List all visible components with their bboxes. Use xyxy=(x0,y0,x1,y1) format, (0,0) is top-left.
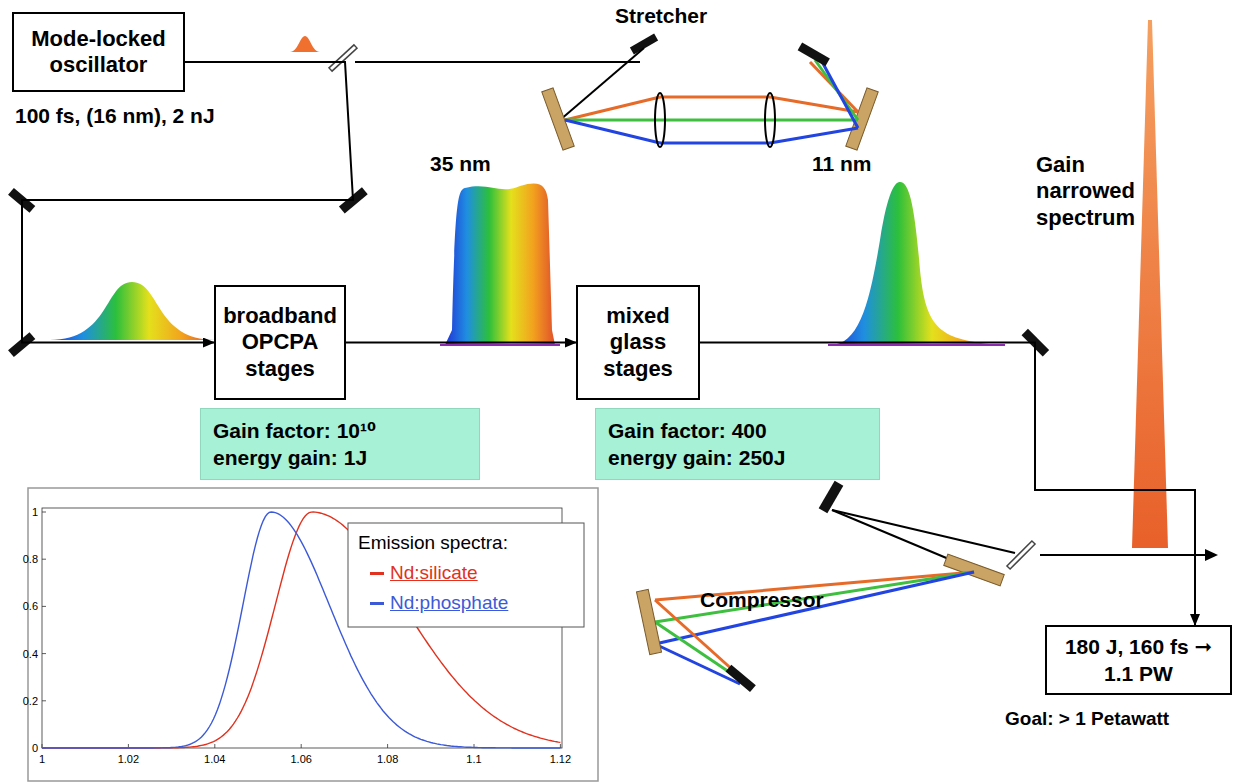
legend-entry: Nd:silicate xyxy=(370,562,478,584)
node-text: energy gain: 1J xyxy=(213,444,367,471)
beam-connector xyxy=(346,342,576,344)
output-pulse xyxy=(1132,20,1168,548)
node-text: Gain factor: 10¹⁰ xyxy=(213,417,376,444)
node-text: Mode-locked oscillator xyxy=(20,26,177,79)
mirror xyxy=(630,34,658,55)
axis-tick-label: 1 xyxy=(32,506,38,518)
legend-swatch xyxy=(370,572,384,575)
bandwidth-label: 11 nm xyxy=(812,152,872,176)
axis-tick-label: 0.6 xyxy=(23,600,38,612)
parameter-label: 100 fs, (16 nm), 2 nJ xyxy=(15,104,215,128)
axis-tick-label: 0 xyxy=(32,742,38,754)
beam-connector xyxy=(700,343,1195,626)
node-text: broadband OPCPA stages xyxy=(222,303,338,382)
legend-swatch xyxy=(370,602,384,605)
note-label: Gain narrowed spectrum xyxy=(1036,152,1176,231)
axis-tick-label: 0.2 xyxy=(23,695,38,707)
legend-box xyxy=(348,523,584,627)
plot-axes xyxy=(42,508,562,748)
amplifier-box: mixed glass stages xyxy=(576,285,700,400)
legend-text: Nd:silicate xyxy=(390,562,478,584)
beam-splitter xyxy=(1008,542,1034,568)
output-box: 180 J, 160 fs ➞ 1.1 PW xyxy=(1045,625,1232,695)
node-text: Gain factor: 400 xyxy=(608,417,767,444)
goal-label: Goal: > 1 Petawatt xyxy=(1005,708,1169,730)
bandwidth-label: 35 nm xyxy=(430,152,491,176)
beam-line xyxy=(355,61,640,63)
axis-tick-label: 1 xyxy=(39,753,45,765)
axis-tick-label: 0.4 xyxy=(23,648,38,660)
node-text: mixed glass stages xyxy=(584,303,692,382)
amplifier-box: broadband OPCPA stages xyxy=(214,285,346,400)
compressor xyxy=(636,481,1015,692)
part-label: Compressor xyxy=(700,588,824,612)
silicate-curve xyxy=(42,512,560,748)
axis-tick-label: 0.8 xyxy=(23,553,38,565)
oscillator-box: Mode-locked oscillator xyxy=(12,12,185,92)
node-text: energy gain: 250J xyxy=(608,444,785,471)
gain-note: Gain factor: 10¹⁰energy gain: 1J xyxy=(200,408,480,480)
stretcher xyxy=(542,43,878,151)
axis-tick-label: 1.04 xyxy=(204,753,225,765)
axis-tick-label: 1.02 xyxy=(118,753,139,765)
oscillator-spectrum xyxy=(50,282,215,340)
axis-tick-label: 1.1 xyxy=(466,753,481,765)
chart-frame xyxy=(28,488,598,781)
pulse-icon xyxy=(290,36,320,52)
part-label: Stretcher xyxy=(615,4,707,28)
axis-tick-label: 1.06 xyxy=(290,753,311,765)
legend-title: Emission spectra: xyxy=(358,532,508,554)
legend-entry: Nd:phosphate xyxy=(370,592,508,614)
phosphate-curve xyxy=(42,512,560,748)
node-text: 180 J, 160 fs ➞ 1.1 PW xyxy=(1057,633,1220,688)
axis-tick-label: 1.12 xyxy=(550,753,571,765)
beam-splitter xyxy=(330,46,356,70)
legend-text: Nd:phosphate xyxy=(390,592,508,614)
narrowed-spectrum xyxy=(830,182,1000,345)
gain-note: Gain factor: 400energy gain: 250J xyxy=(595,408,880,480)
axis-tick-label: 1.08 xyxy=(377,753,398,765)
opcpa-spectrum xyxy=(445,184,555,345)
